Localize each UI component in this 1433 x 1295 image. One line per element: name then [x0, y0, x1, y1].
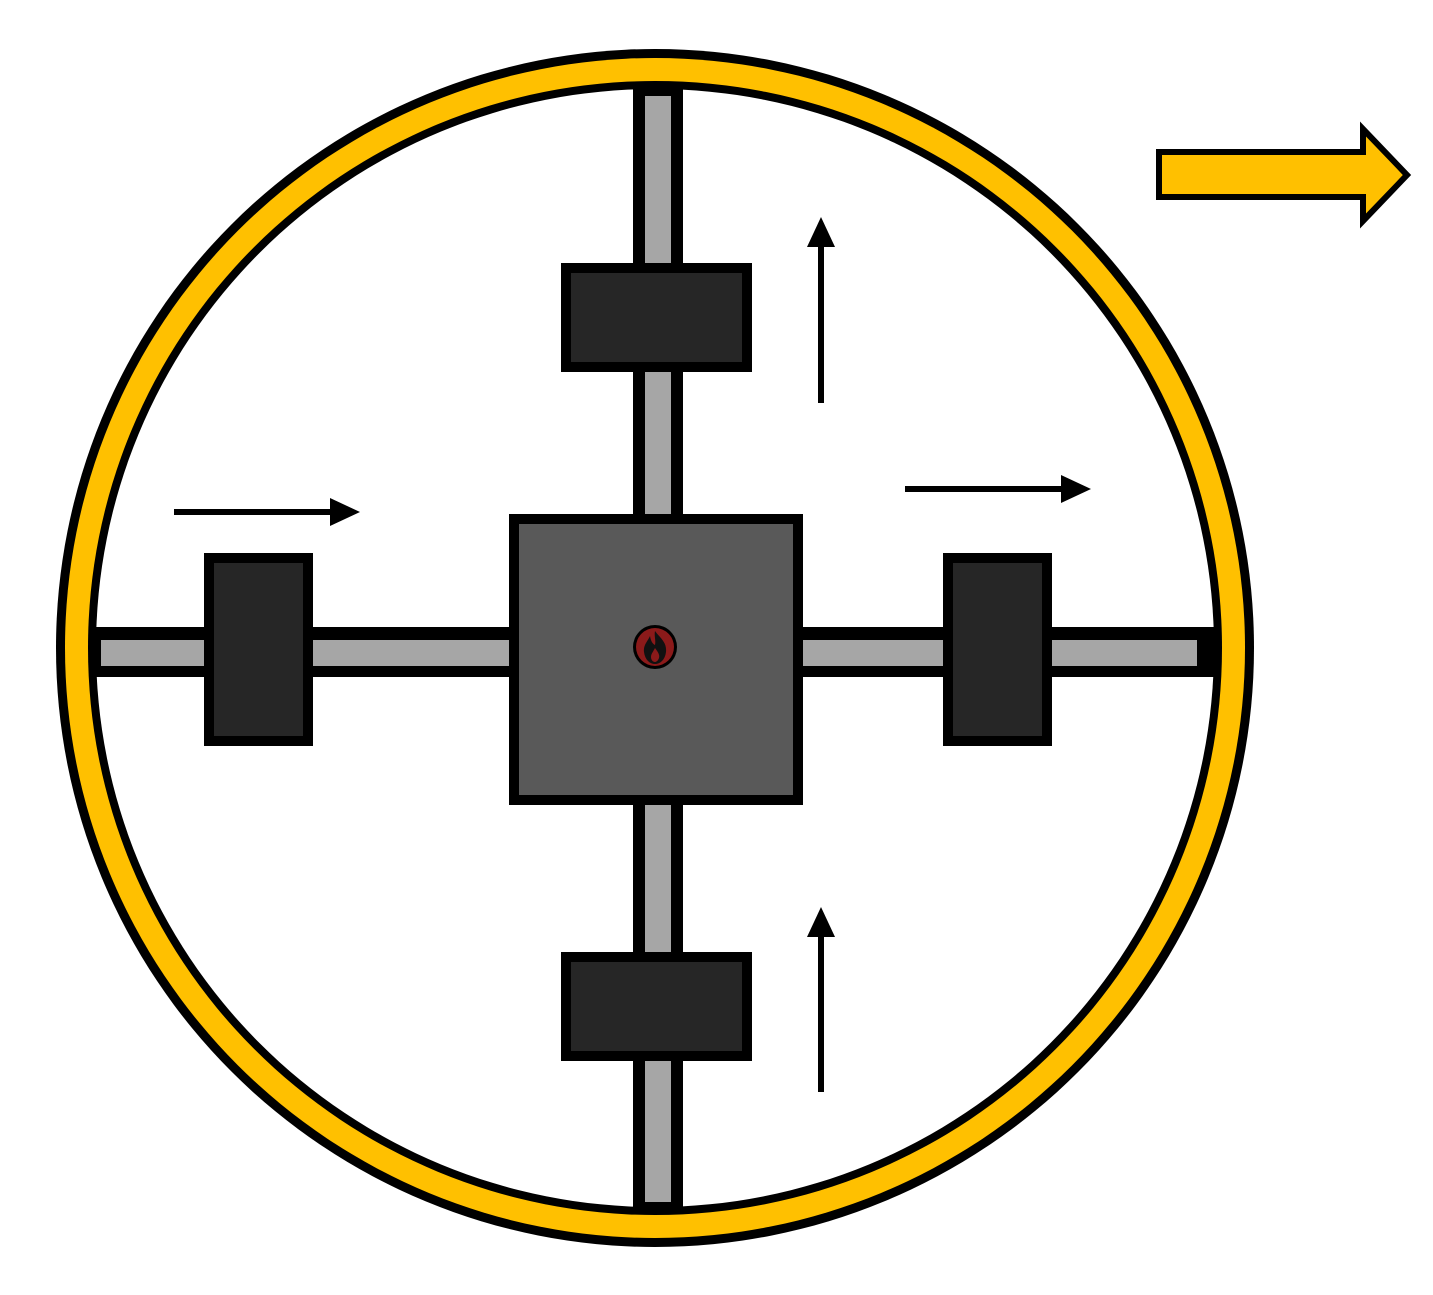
weight-bottom: [561, 952, 752, 1061]
arrow-right-left: [174, 498, 360, 526]
motion-arrows: [174, 217, 1091, 1092]
arrow-right-right: [905, 475, 1091, 503]
weight-left: [204, 553, 313, 746]
arrow-up-top: [807, 217, 835, 403]
weight-right: [943, 553, 1052, 746]
flame-icon: [633, 625, 677, 669]
flame-icon-core: [651, 648, 660, 662]
sliding-weights: [204, 263, 1052, 1061]
direction-arrow: [1156, 121, 1412, 229]
weight-top: [561, 263, 752, 372]
flame-icon-flame: [643, 631, 667, 664]
arrow-up-bottom: [807, 907, 835, 1092]
